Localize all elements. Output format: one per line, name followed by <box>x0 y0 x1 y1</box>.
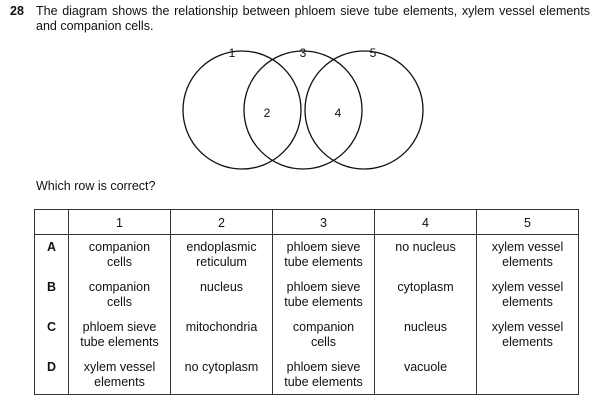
table-cell: no nucleus <box>374 234 477 275</box>
table-cell: xylem vessel elements <box>476 274 579 315</box>
cell-text: nucleus <box>199 279 244 294</box>
cell-text: vacuole <box>403 359 448 374</box>
cell-text: companion cells <box>292 319 355 349</box>
cell-text: xylem vessel elements <box>491 279 564 309</box>
cell-text: companion cells <box>88 240 151 269</box>
row-key: A <box>34 234 69 275</box>
venn-label-3: 3 <box>300 46 307 60</box>
table-row: D xylem vessel elements no cytoplasm phl… <box>34 354 579 395</box>
cell-text: nucleus <box>403 319 448 334</box>
cell-text: cytoplasm <box>397 279 454 294</box>
row-key: D <box>34 354 69 395</box>
table-cell: xylem vessel elements <box>476 234 579 275</box>
venn-circle-right <box>304 50 424 170</box>
cell-text: xylem vessel elements <box>491 240 564 269</box>
table-cell: xylem vessel elements <box>476 314 579 355</box>
venn-circle-left <box>182 50 302 170</box>
table-header-3: 3 <box>272 209 375 235</box>
row-key: C <box>34 314 69 355</box>
question-prompt: Which row is correct? <box>36 179 156 193</box>
question-text: The diagram shows the relationship betwe… <box>36 4 590 33</box>
table-cell: phloem sieve tube elements <box>272 354 375 395</box>
cell-text: no nucleus <box>395 240 456 254</box>
table-cell: companion cells <box>68 234 171 275</box>
table-header-1: 1 <box>68 209 171 235</box>
question-number: 28 <box>10 4 24 18</box>
cell-text: xylem vessel elements <box>491 319 564 349</box>
table-header-4: 4 <box>374 209 477 235</box>
table-cell: companion cells <box>272 314 375 355</box>
table-header-corner <box>34 209 69 235</box>
table-cell: phloem sieve tube elements <box>272 234 375 275</box>
table-cell: mitochondria <box>170 314 273 355</box>
table-cell <box>476 354 579 395</box>
table-cell: nucleus <box>374 314 477 355</box>
venn-label-4: 4 <box>335 106 342 120</box>
table-cell: nucleus <box>170 274 273 315</box>
table-cell: cytoplasm <box>374 274 477 315</box>
cell-text: mitochondria <box>185 319 258 334</box>
table-row: C phloem sieve tube elements mitochondri… <box>34 314 579 355</box>
venn-diagram: 1 2 3 4 5 <box>182 46 424 170</box>
cell-text: xylem vessel elements <box>83 359 156 389</box>
table-cell: vacuole <box>374 354 477 395</box>
question-block: 28 The diagram shows the relationship be… <box>10 4 590 34</box>
cell-text: phloem sieve tube elements <box>80 319 159 349</box>
table-cell: phloem sieve tube elements <box>272 274 375 315</box>
table-cell: companion cells <box>68 274 171 315</box>
cell-text: phloem sieve tube elements <box>284 240 363 269</box>
table-cell: no cytoplasm <box>170 354 273 395</box>
table-cell: phloem sieve tube elements <box>68 314 171 355</box>
venn-label-5: 5 <box>370 46 377 60</box>
venn-label-1: 1 <box>229 46 236 60</box>
table-cell: xylem vessel elements <box>68 354 171 395</box>
table-row: B companion cells nucleus phloem sieve t… <box>34 274 579 315</box>
table-header-2: 2 <box>170 209 273 235</box>
row-key: B <box>34 274 69 315</box>
venn-circle-middle <box>243 50 363 170</box>
answer-table: 1 2 3 4 5 A companion cells endoplasmic … <box>34 209 579 395</box>
table-header-5: 5 <box>476 209 579 235</box>
table-row: A companion cells endoplasmic reticulum … <box>34 234 579 275</box>
cell-text: phloem sieve tube elements <box>284 279 363 309</box>
table-cell: endoplasmic reticulum <box>170 234 273 275</box>
cell-text: endoplasmic reticulum <box>186 240 257 269</box>
venn-label-2: 2 <box>264 106 271 120</box>
cell-text: no cytoplasm <box>184 359 259 374</box>
cell-text: phloem sieve tube elements <box>284 359 363 389</box>
table-header-row: 1 2 3 4 5 <box>34 209 579 235</box>
cell-text: companion cells <box>88 279 151 309</box>
